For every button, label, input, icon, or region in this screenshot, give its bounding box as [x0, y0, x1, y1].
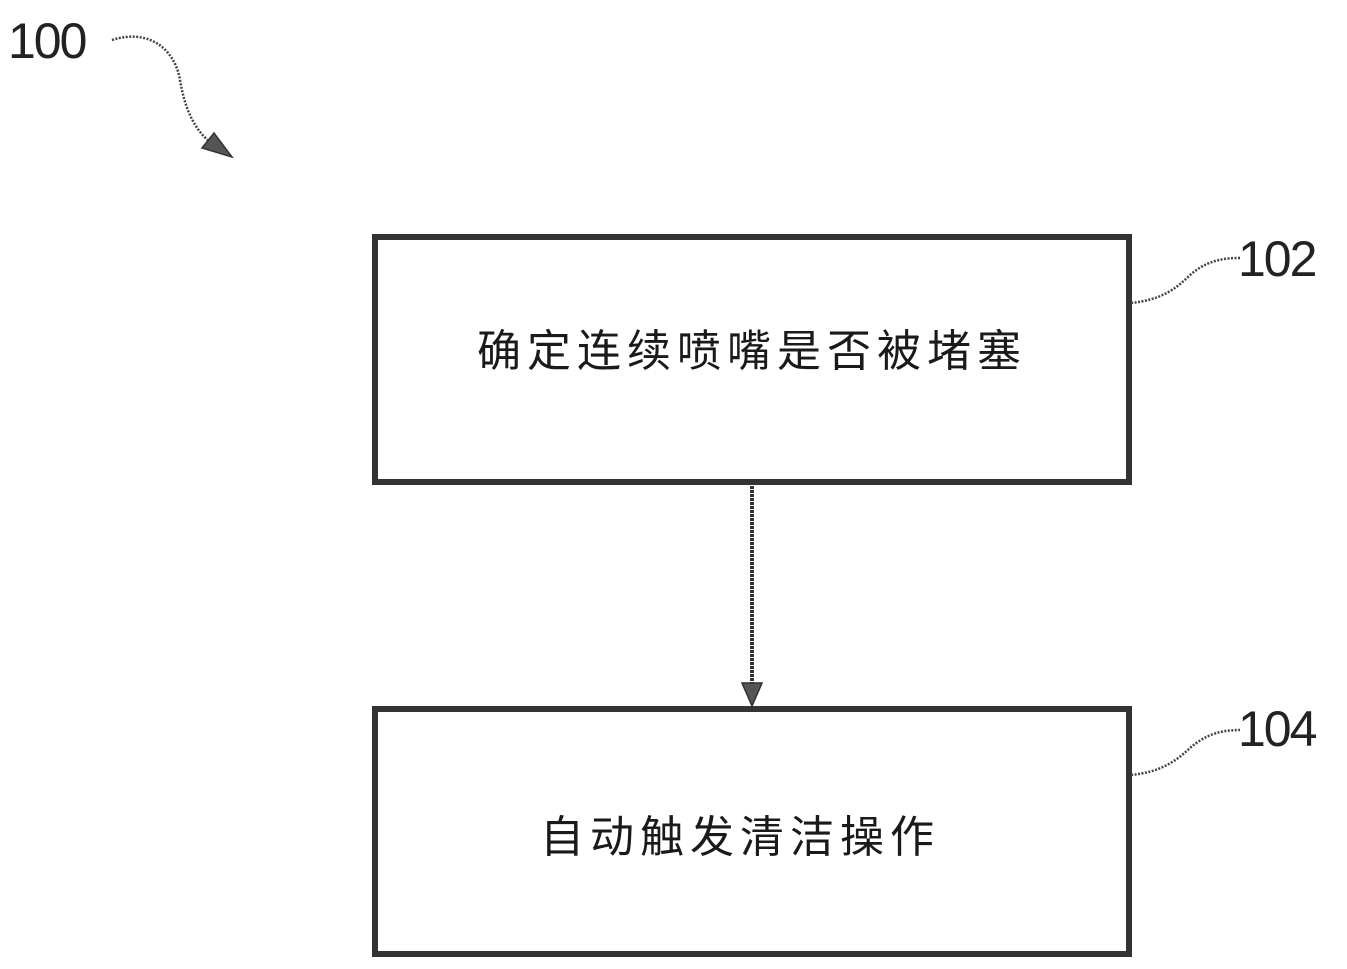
- figure-leader-arrowhead: [200, 131, 234, 159]
- step-box-102: 确定连续喷嘴是否被堵塞: [372, 234, 1132, 485]
- step-box-104: 自动触发清洁操作: [372, 706, 1132, 957]
- step-text-104: 自动触发清洁操作: [540, 812, 940, 863]
- flow-connector-arrowhead: [740, 682, 764, 708]
- step-ref-label-104: 104: [1238, 701, 1317, 757]
- figure-ref-label: 100: [8, 13, 86, 69]
- step-leader-102: [1130, 256, 1241, 305]
- step-leader-104: [1130, 728, 1241, 777]
- step-text-102: 确定连续喷嘴是否被堵塞: [477, 326, 1027, 377]
- figure-leader-line: [111, 35, 211, 143]
- step-ref-label-102: 102: [1238, 231, 1316, 287]
